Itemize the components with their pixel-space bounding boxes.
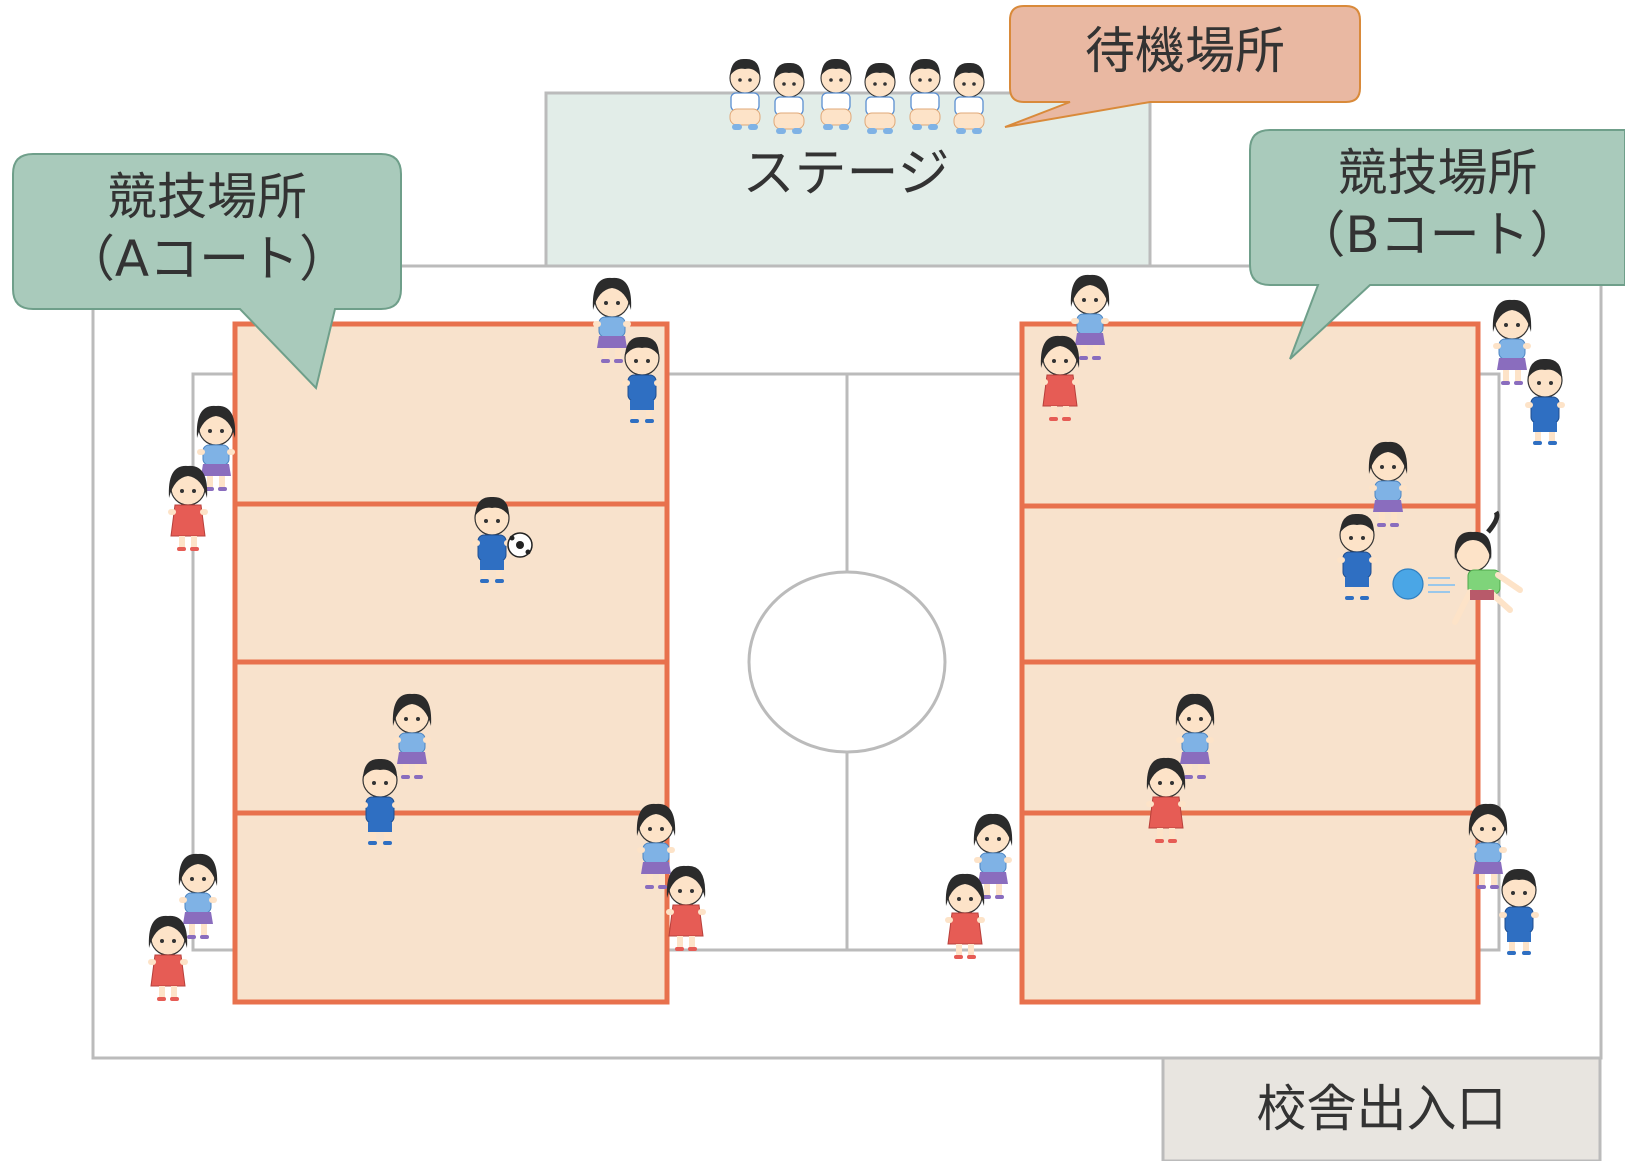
stage-label: ステージ xyxy=(742,144,950,204)
court-b xyxy=(1019,321,1481,1005)
callout-court-b xyxy=(1249,129,1625,360)
court-b-label-line1: 競技場所 xyxy=(1337,144,1538,202)
court-a xyxy=(232,321,670,1005)
court-a-label-line2: （Aコート） xyxy=(64,230,350,288)
callout-waiting-area xyxy=(1004,5,1361,128)
center-circle xyxy=(747,570,947,754)
soccer-ball-icon xyxy=(507,532,533,558)
school-entrance-label: 校舎出入口 xyxy=(1256,1080,1507,1138)
waiting-area-label: 待機場所 xyxy=(1085,22,1285,80)
dodgeball-icon xyxy=(1392,568,1455,600)
school-entrance-area xyxy=(1161,1056,1602,1161)
court-b-label-line2: （Bコート） xyxy=(1295,206,1580,264)
court-a-label-line1: 競技場所 xyxy=(107,168,307,226)
callout-court-a xyxy=(12,153,402,391)
dodgeball-thrower xyxy=(1452,510,1523,625)
